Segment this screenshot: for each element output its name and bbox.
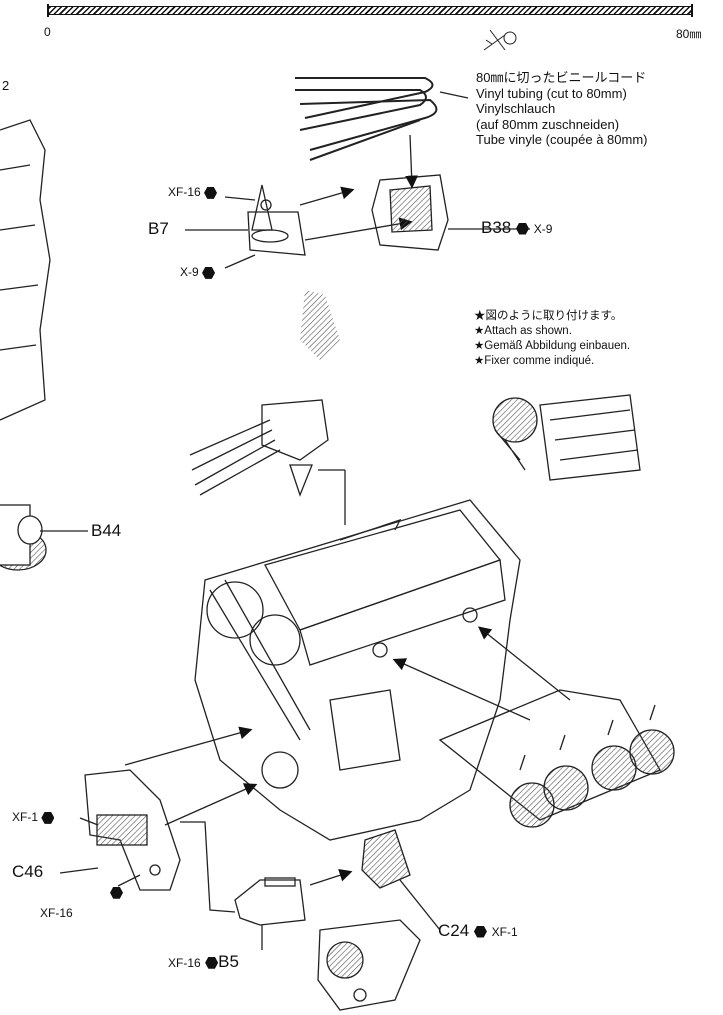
paint-hex-icon [110, 884, 123, 902]
attach-inset [492, 394, 641, 481]
paint-hex-icon [473, 925, 487, 938]
paint-callout-xf16-c46: XF-16 [40, 906, 73, 920]
part-label-c24: C24 XF-1 [438, 921, 518, 940]
vinyl-tubing [295, 77, 438, 161]
tubing-note-de-1: Vinylschlauch [476, 101, 556, 116]
b7-part [247, 184, 306, 256]
assembled-nozzle [189, 399, 329, 497]
tubing-note-fr: Tube vinyle (coupée à 80mm) [476, 132, 648, 147]
part-label-b5: B5 [218, 952, 239, 971]
paint-hex-icon [515, 222, 529, 235]
attach-note-en: ★Attach as shown. [474, 325, 572, 337]
b44-fitting [0, 504, 88, 571]
step-down-arrow [300, 290, 340, 360]
tubing-note-en: Vinyl tubing (cut to 80mm) [476, 85, 627, 101]
paint-hex-icon [202, 266, 216, 279]
attach-note-fr: ★Fixer comme indiqué. [474, 355, 595, 367]
previous-step-engine [0, 119, 51, 421]
paint-xf1-c24: XF-1 [491, 925, 518, 939]
part-label-c46: C46 [12, 862, 44, 881]
paint-callout-x9-b7: X-9 [180, 265, 216, 279]
ruler-start-label: 0 [44, 25, 51, 39]
tubing-note-jp: 80㎜に切ったビニールコード [476, 70, 647, 85]
ruler-tick-end [691, 4, 693, 17]
ruler-tick-start [47, 4, 49, 17]
paint-hex-icon [205, 956, 219, 969]
b5-part [234, 877, 306, 926]
c46-bracket [84, 769, 181, 891]
part-label-b44: B44 [91, 521, 122, 540]
part-label-b38: B38 X-9 [481, 218, 553, 237]
paint-callout-xf1-c46: XF-1 [12, 810, 55, 824]
paint-hex-icon [204, 186, 218, 199]
paint-hex-icon [41, 811, 55, 824]
step-number: 2 [2, 78, 10, 93]
air-funnels [438, 689, 675, 828]
cutter-icon [483, 29, 517, 51]
b38-part [371, 174, 449, 251]
bottom-bracket [317, 919, 421, 1011]
c24-part [361, 829, 411, 889]
tubing-note-de-2: (auf 80mm zuschneiden) [476, 116, 620, 132]
engine-block [194, 499, 521, 841]
attach-note: ★図のように取り付けます。 ★Attach as shown. ★Gemäß A… [474, 309, 630, 369]
ruler-end-label: 80㎜ [676, 27, 702, 41]
attach-note-de: ★Gemäß Abbildung einbauen. [474, 340, 631, 352]
paint-x9-b38: X-9 [533, 222, 553, 236]
part-label-b7: B7 [148, 219, 169, 238]
paint-callout-xf16-b7: XF-16 [168, 185, 218, 199]
part-label-b5-group: XF-16 B5 [168, 952, 239, 972]
paint-xf16-b5: XF-16 [168, 956, 201, 970]
tubing-note: 80㎜に切ったビニールコード Vinyl tubing (cut to 80mm… [476, 70, 648, 148]
attach-note-jp: ★図のように取り付けます。 [474, 310, 623, 322]
